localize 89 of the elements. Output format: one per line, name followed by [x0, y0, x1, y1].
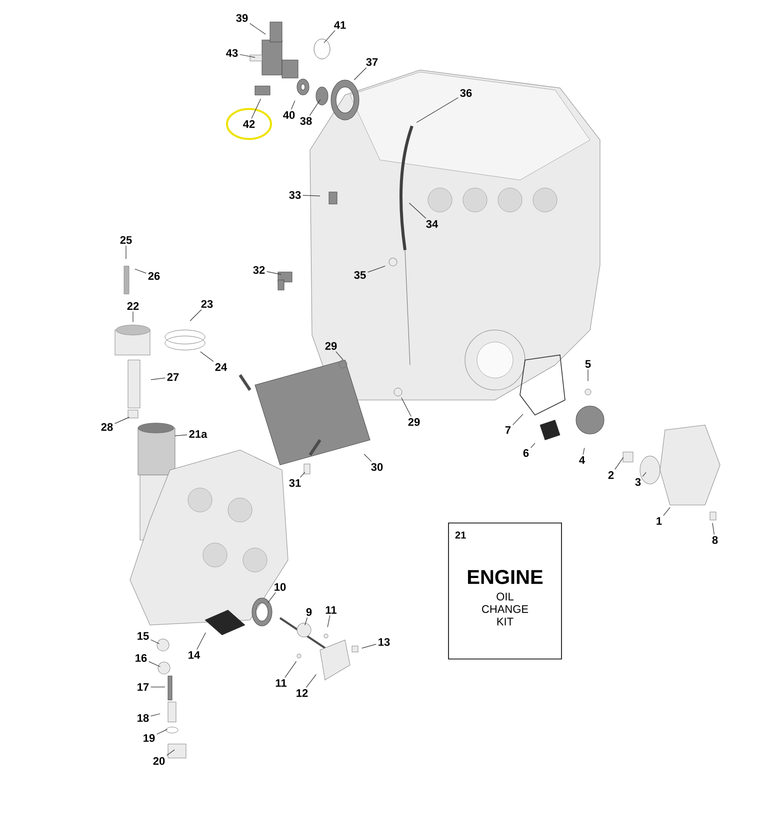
leader-line	[642, 472, 646, 477]
callout-number: 28	[101, 423, 113, 431]
leader-line	[251, 98, 262, 119]
callout-number: 14	[188, 651, 200, 659]
callout-number: 38	[300, 117, 312, 125]
callout-number: 2	[608, 471, 614, 479]
leader-line	[362, 644, 376, 648]
callout-number: 23	[201, 300, 213, 308]
leader-line	[614, 457, 624, 470]
callout-number: 27	[167, 373, 179, 381]
leader-line	[512, 414, 524, 426]
callout-number: 24	[215, 363, 228, 371]
leader-line	[354, 67, 367, 80]
leader-line	[134, 268, 146, 274]
callout-number: 33	[289, 191, 301, 199]
leader-line	[408, 202, 426, 219]
callout-number: 9	[306, 608, 312, 616]
callout-number: 39	[236, 14, 248, 22]
callout-number: 32	[253, 266, 265, 274]
callout-number: 1	[656, 517, 662, 525]
callout-number: 5	[585, 360, 591, 368]
leader-line	[156, 729, 168, 735]
callout-number: 40	[283, 111, 295, 119]
callout-number: 25	[120, 236, 132, 244]
leader-line	[530, 442, 536, 448]
leader-line	[150, 639, 160, 644]
leader-line	[150, 686, 166, 688]
callout-number: 6	[523, 449, 529, 457]
leader-line	[174, 434, 188, 436]
callout-number: 10	[274, 583, 286, 591]
leader-line	[324, 30, 336, 44]
leader-line	[291, 100, 296, 110]
callout-number: 15	[138, 632, 149, 640]
callout-number: 19	[144, 734, 155, 742]
leader-line	[132, 311, 134, 322]
leader-line	[336, 351, 344, 360]
callout-number: 13	[378, 638, 390, 646]
callout-number: 18	[138, 714, 149, 722]
leader-line	[190, 309, 202, 322]
callout-number: 29	[408, 418, 420, 426]
leader-line	[304, 617, 308, 626]
callout-number: 16	[136, 654, 147, 662]
leader-line	[300, 472, 306, 478]
callout-number: 4	[579, 456, 585, 464]
callout-number: 20	[153, 757, 165, 765]
leader-line	[582, 448, 585, 455]
callout-number: 12	[296, 689, 308, 697]
callout-number: 17	[138, 683, 149, 691]
callout-number: 22	[127, 302, 139, 310]
leader-line	[200, 352, 214, 362]
callout-number: 11	[326, 606, 336, 614]
callout-number: 42	[243, 120, 255, 128]
leader-line	[364, 454, 372, 462]
leader-line	[306, 674, 316, 688]
leader-line	[401, 397, 412, 417]
leader-line	[266, 271, 282, 275]
leader-line	[150, 713, 160, 716]
callout-number: 43	[226, 49, 238, 57]
leader-line	[268, 592, 276, 603]
leader-line	[150, 378, 166, 380]
callout-number: 7	[505, 426, 511, 434]
callout-number: 21a	[189, 430, 208, 438]
kit-box: 21 ENGINE OIL CHANGE KIT	[448, 522, 562, 660]
leader-line	[196, 632, 206, 650]
callout-number: 31	[289, 479, 301, 487]
leader-line	[302, 194, 320, 196]
leader-line	[309, 99, 321, 116]
leader-line	[712, 522, 714, 535]
leader-line	[284, 661, 297, 678]
leader-line	[114, 416, 130, 424]
leader-line	[327, 615, 330, 628]
callout-number: 36	[460, 89, 472, 97]
leader-line	[166, 749, 175, 756]
leader-line	[240, 54, 256, 58]
leader-line	[148, 661, 161, 668]
callout-number: 41	[334, 21, 346, 29]
leader-line	[416, 97, 458, 123]
callout-number: 3	[635, 478, 641, 486]
callout-number: 37	[366, 58, 378, 66]
callout-number: 35	[354, 271, 366, 279]
callout-number: 11	[276, 679, 286, 687]
callout-number: 26	[148, 272, 160, 280]
leader-line	[663, 507, 670, 516]
leader-line	[250, 23, 266, 35]
callout-number: 30	[371, 463, 383, 471]
callout-number: 34	[426, 220, 438, 228]
leader-line	[368, 266, 386, 272]
callout-number: 29	[325, 342, 337, 350]
callout-number: 8	[712, 536, 718, 544]
